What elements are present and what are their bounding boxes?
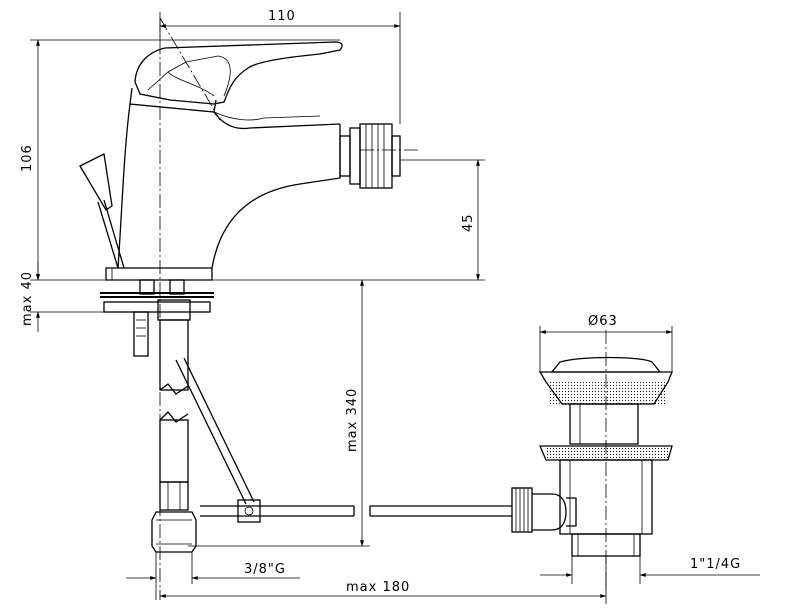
- lift-rod-knob: [79, 153, 125, 269]
- dim-width-top: 110: [268, 9, 296, 24]
- dim-outlet-height: 45: [461, 213, 476, 232]
- flex-hose-lower: [151, 411, 197, 553]
- dim-max-hose: max 340: [345, 388, 360, 452]
- flex-hose-upper: [157, 299, 191, 395]
- faucet-body: [105, 41, 401, 281]
- dimension-lines: [30, 12, 760, 604]
- deck-mounting: [100, 279, 214, 357]
- dim-hose-thread: 3/8"G: [244, 562, 286, 577]
- dim-height-left: 106: [20, 144, 35, 172]
- lever-handle: [134, 41, 343, 105]
- dim-waste-diameter: Ø63: [588, 314, 618, 329]
- dim-max-deck: max 40: [20, 271, 35, 326]
- dim-waste-thread: 1"1/4G: [690, 557, 741, 572]
- pull-rod: [175, 357, 512, 523]
- dim-max-rod: max 180: [346, 580, 410, 595]
- pop-up-waste: [511, 356, 673, 557]
